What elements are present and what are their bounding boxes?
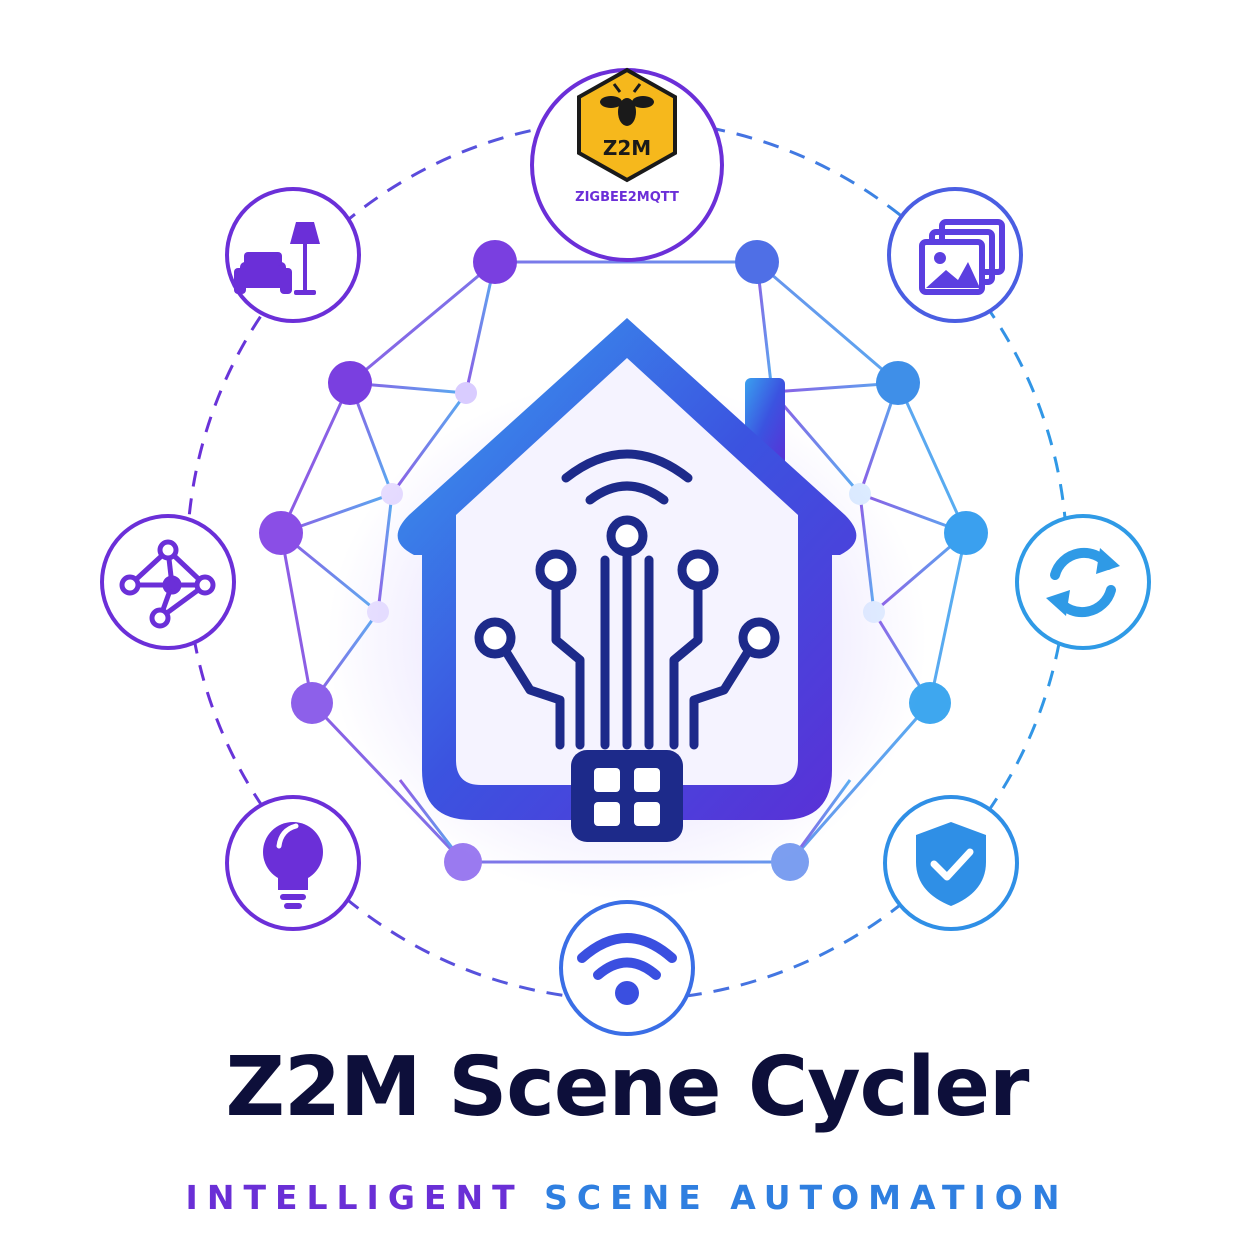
- house-circuit-icon: [397, 318, 857, 842]
- subtitle-part-scene-automation: SCENE AUTOMATION: [544, 1178, 1069, 1217]
- subtitle-part-intelligent: INTELLIGENT: [185, 1178, 524, 1217]
- lightbulb-icon: [263, 822, 323, 909]
- cycle-arrows-icon: [1046, 547, 1120, 618]
- z2m-badge-caption: ZIGBEE2MQTT: [575, 190, 679, 205]
- shield-check-icon: [916, 822, 986, 906]
- sofa-lamp-icon: [234, 222, 320, 295]
- page-subtitle: INTELLIGENT SCENE AUTOMATION: [0, 1178, 1254, 1217]
- wifi-signal-icon: [577, 933, 677, 1005]
- network-graph-icon: [119, 539, 216, 629]
- gallery-images-icon: [919, 219, 1005, 295]
- z2m-bee-hexagon-icon: [577, 67, 677, 183]
- page-title: Z2M Scene Cycler: [225, 1040, 1030, 1135]
- z2m-badge-text: Z2M: [602, 136, 652, 160]
